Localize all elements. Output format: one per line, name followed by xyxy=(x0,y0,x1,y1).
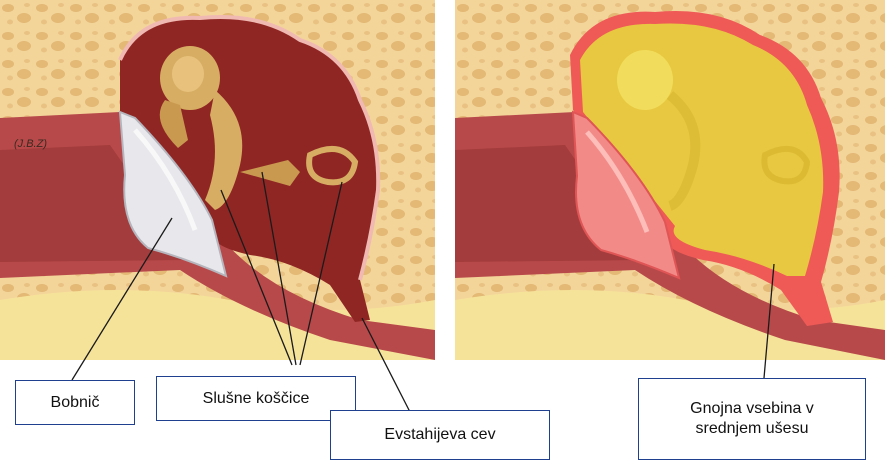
normal-ear-illustration xyxy=(0,0,435,360)
label-eustachian-tube: Evstahijeva cev xyxy=(330,410,550,460)
infected-ear-illustration xyxy=(455,0,885,360)
label-pus: Gnojna vsebina v srednjem ušesu xyxy=(638,378,866,460)
label-ossicles: Slušne koščice xyxy=(156,376,356,421)
artist-signature: (J.B.Z) xyxy=(14,138,47,150)
label-eardrum: Bobnič xyxy=(15,380,135,425)
